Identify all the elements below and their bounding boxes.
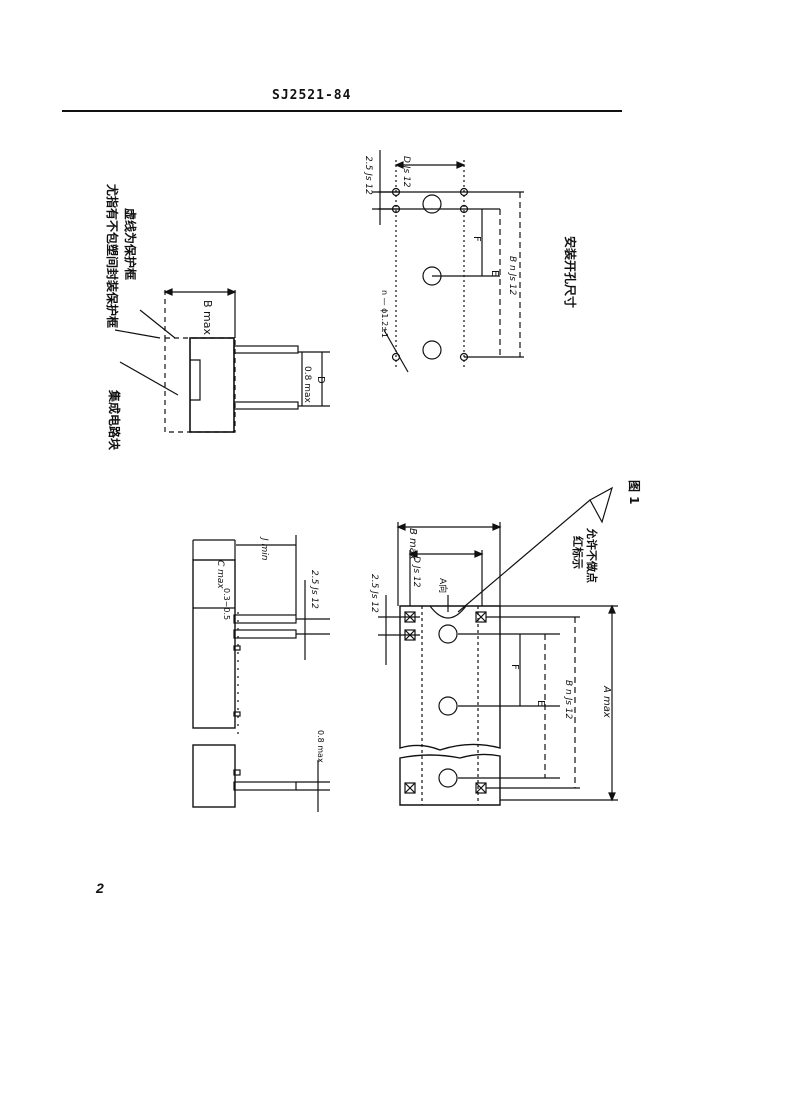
document-number: SJ2521-84 [272, 88, 352, 103]
js12-25-bottom-label: 2.5 Js 12 [309, 570, 319, 609]
d-js12-bottom-label: D Js 12 [411, 556, 421, 588]
page-number: 2 [96, 880, 104, 896]
f-top-label: F [471, 236, 482, 242]
o8-max-bottom-label: 0.8 max [316, 730, 325, 763]
bn-js12-bottom-label: B n Js 12 [563, 680, 573, 720]
js12-25-bottom-right-label: 2.5 Js 12 [369, 574, 379, 613]
ic-block-label: 集成电路块 [107, 389, 122, 451]
d-js12-top-label: D Js 12 [401, 156, 411, 188]
e-bottom-label: E [535, 700, 546, 706]
o8-max-top-label: 0.8 max [302, 366, 312, 403]
header-rule [62, 110, 622, 112]
o3-o5-label: 0.3~0.5 [222, 588, 231, 620]
hole-diameter-label: n — ɸ1.2±1 [380, 290, 389, 338]
c-max-label: C max [215, 560, 225, 589]
b-max-top-label: B max [201, 300, 214, 335]
mount-hole-title: 安装开孔尺寸 [563, 236, 578, 308]
j-min-label: J min [259, 536, 269, 561]
a-max-label: A max [601, 685, 612, 718]
marker-note-2: 允许不做点 [585, 527, 599, 583]
marker-note-1: 红标示 [571, 536, 585, 569]
bottom-right-plan-view [378, 486, 618, 806]
frame-note-1: 尤指有不包塑间封装保护框 [105, 184, 120, 328]
top-right-mount-hole-pattern [372, 150, 524, 373]
f-bottom-label: F [509, 664, 520, 670]
bottom-left-elevation [192, 535, 330, 812]
bn-js12-top-label: B n Js 12 [507, 256, 517, 296]
e-top-label: E [489, 270, 500, 276]
d-top-label: D [315, 376, 326, 384]
figure-caption: 图 1 [627, 480, 641, 505]
a-view-label: A向 [437, 578, 449, 593]
js12-25-top-label: 2.5 Js 12 [363, 156, 373, 195]
b-max-bottom-label: B max [407, 528, 418, 560]
frame-note-2: 虚线为保护框 [123, 208, 138, 280]
top-left-side-view [114, 288, 330, 433]
